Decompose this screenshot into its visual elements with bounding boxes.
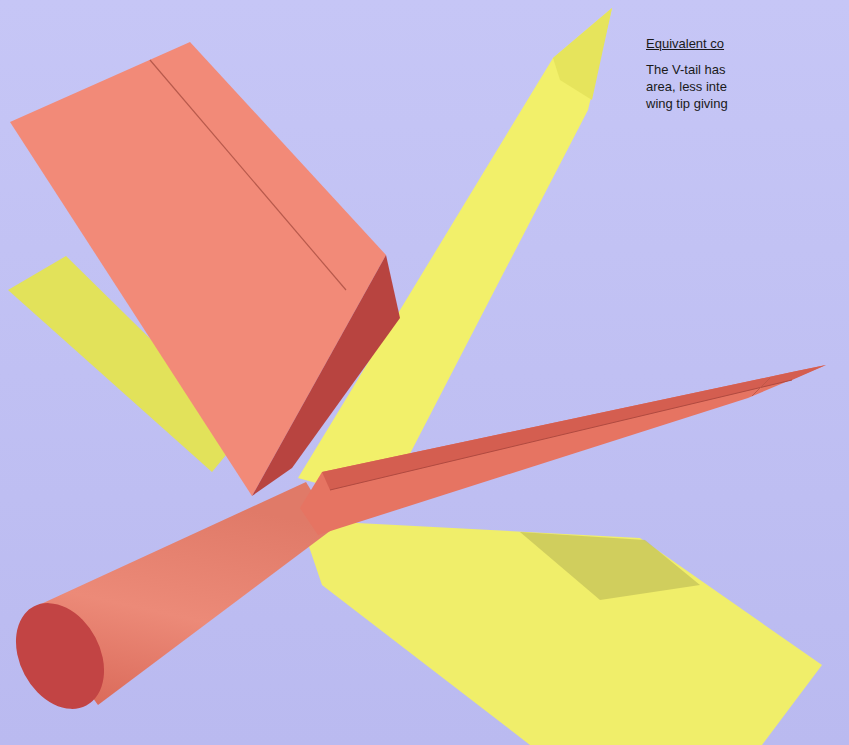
note-text: area, less inte: [646, 79, 727, 95]
note-heading: Equivalent co: [646, 36, 724, 52]
note-text: The V-tail has: [646, 62, 726, 78]
note-text: wing tip giving: [646, 96, 728, 112]
